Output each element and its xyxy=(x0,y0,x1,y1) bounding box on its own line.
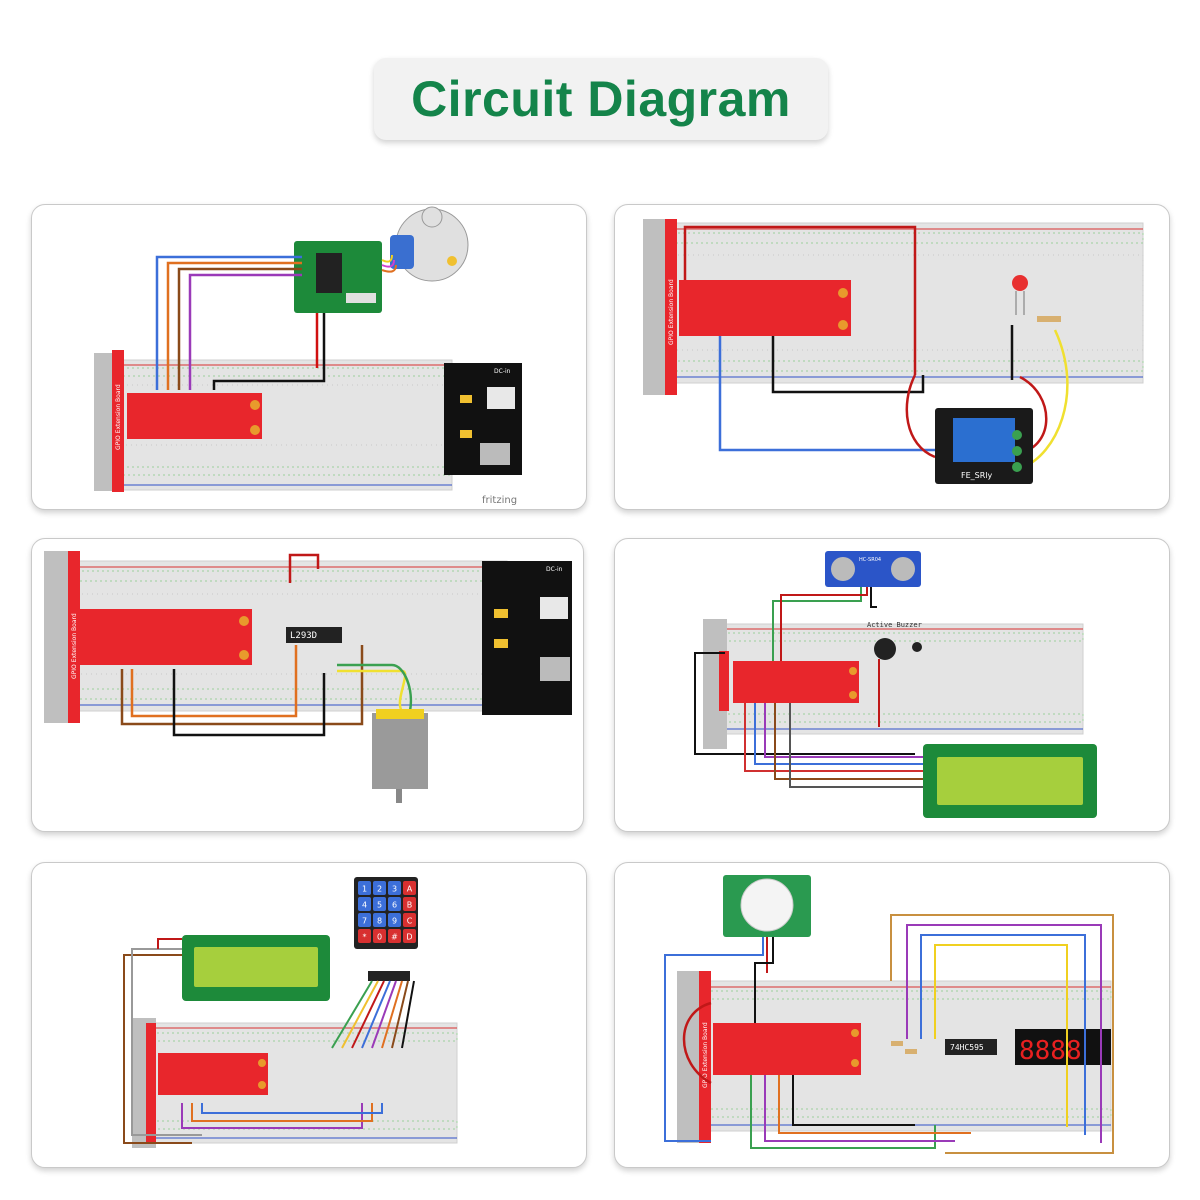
keypad-key-label: D xyxy=(406,933,412,942)
keypad-key xyxy=(388,881,401,895)
lcd-screen xyxy=(194,947,318,987)
page-title: Circuit Diagram xyxy=(411,71,791,127)
red-led xyxy=(1012,275,1028,291)
gpio-board-strip xyxy=(699,971,711,1143)
dc-motor xyxy=(372,713,428,789)
keypad-key-label: 0 xyxy=(377,933,382,942)
gpio-board xyxy=(713,1023,861,1075)
74hc595-chip xyxy=(945,1039,997,1055)
sensor-label: HC-SR04 xyxy=(859,557,881,563)
keypad-key xyxy=(403,897,416,911)
gpio-board-strip xyxy=(68,551,80,723)
l293d-chip xyxy=(286,627,342,643)
chip-label: L293D xyxy=(290,631,317,641)
panel-keypad: 1 2 3 A 4 5 6 B 7 8 9 C * 0 # D xyxy=(31,862,587,1168)
panel-ultrasonic: HC-SR04 Active Buzzer xyxy=(614,538,1170,832)
lcd-screen xyxy=(937,757,1083,805)
keypad-key-label: # xyxy=(391,933,398,942)
panel-pir-display: GPIO Extension Board 74HC595 8888 xyxy=(614,862,1170,1168)
buzzer-label: Active Buzzer xyxy=(867,621,922,629)
resistor xyxy=(1037,316,1061,322)
gpio-board xyxy=(679,280,851,336)
panel-relay: GPIO Extension Board FE_SRly xyxy=(614,204,1170,510)
keypad-key-label: 3 xyxy=(392,885,397,894)
keypad-key xyxy=(388,913,401,927)
keypad-key xyxy=(403,929,416,943)
keypad-key-label: 6 xyxy=(392,901,397,910)
gpio-board xyxy=(80,609,252,665)
relay-label: FE_SRly xyxy=(961,471,993,480)
gpio-board-label: GPIO Extension Board xyxy=(115,384,122,450)
gpio-board-label: GPIO Extension Board xyxy=(702,1022,709,1088)
keypad-key-label: 5 xyxy=(377,901,382,910)
buzzer xyxy=(874,638,896,660)
keypad-key xyxy=(358,897,371,911)
gpio-board-label: GPIO Extension Board xyxy=(71,613,78,679)
keypad-key-label: B xyxy=(407,901,413,910)
seven-segment-display xyxy=(1015,1029,1111,1065)
panel-dc-motor: GPIO Extension Board L293D DC-in xyxy=(31,538,584,832)
keypad-key-label: 9 xyxy=(392,917,397,926)
chip-label: 74HC595 xyxy=(950,1043,984,1052)
power-module-label: DC-in xyxy=(494,368,511,375)
gpio-board xyxy=(158,1053,268,1095)
relay-diagram: GPIO Extension Board FE_SRly xyxy=(643,219,1144,484)
pir-display-diagram: GPIO Extension Board 74HC595 8888 xyxy=(664,875,1114,1154)
keypad-key-label: C xyxy=(407,917,413,926)
keypad-key-label: * xyxy=(363,933,367,942)
keypad-key xyxy=(373,881,386,895)
keypad-key xyxy=(403,881,416,895)
transistor xyxy=(912,642,922,652)
keypad-key xyxy=(358,881,371,895)
power-module-label: DC-in xyxy=(546,566,563,573)
gpio-board-strip xyxy=(665,219,677,395)
display-digits: 8888 xyxy=(1019,1036,1082,1066)
keypad-keys: 1 2 3 A 4 5 6 B 7 8 9 C * 0 # D xyxy=(358,881,416,943)
keypad-diagram: 1 2 3 A 4 5 6 B 7 8 9 C * 0 # D xyxy=(123,877,458,1148)
fritzing-watermark: fritzing xyxy=(482,495,517,506)
keypad-key-label: 2 xyxy=(377,885,382,894)
stepper-diagram: GPIO Extension Board DC-in fritzing xyxy=(94,206,522,506)
keypad-key xyxy=(358,913,371,927)
keypad-key-label: 7 xyxy=(362,917,367,926)
panel-stepper-motor: GPIO Extension Board DC-in fritzing xyxy=(31,204,587,510)
keypad-key xyxy=(388,929,401,943)
gpio-board-strip xyxy=(112,350,124,492)
keypad-key xyxy=(358,929,371,943)
keypad-key xyxy=(403,913,416,927)
keypad-key-label: A xyxy=(407,885,413,894)
power-module xyxy=(482,561,572,715)
ultrasonic-diagram: HC-SR04 Active Buzzer xyxy=(694,551,1097,818)
title-banner: Circuit Diagram xyxy=(374,58,828,140)
keypad-key xyxy=(388,897,401,911)
keypad-key xyxy=(373,929,386,943)
gpio-board-label: GPIO Extension Board xyxy=(668,279,675,345)
keypad-key xyxy=(373,897,386,911)
gpio-board-strip xyxy=(719,651,729,711)
keypad-key-label: 8 xyxy=(377,917,382,926)
gpio-board xyxy=(733,661,859,703)
keypad-key-label: 4 xyxy=(362,901,367,910)
gpio-board-strip xyxy=(146,1023,156,1143)
keypad-key xyxy=(373,913,386,927)
gpio-board xyxy=(127,393,262,439)
keypad-key-label: 1 xyxy=(362,885,367,894)
dc-motor-diagram: GPIO Extension Board L293D DC-in xyxy=(44,551,572,803)
